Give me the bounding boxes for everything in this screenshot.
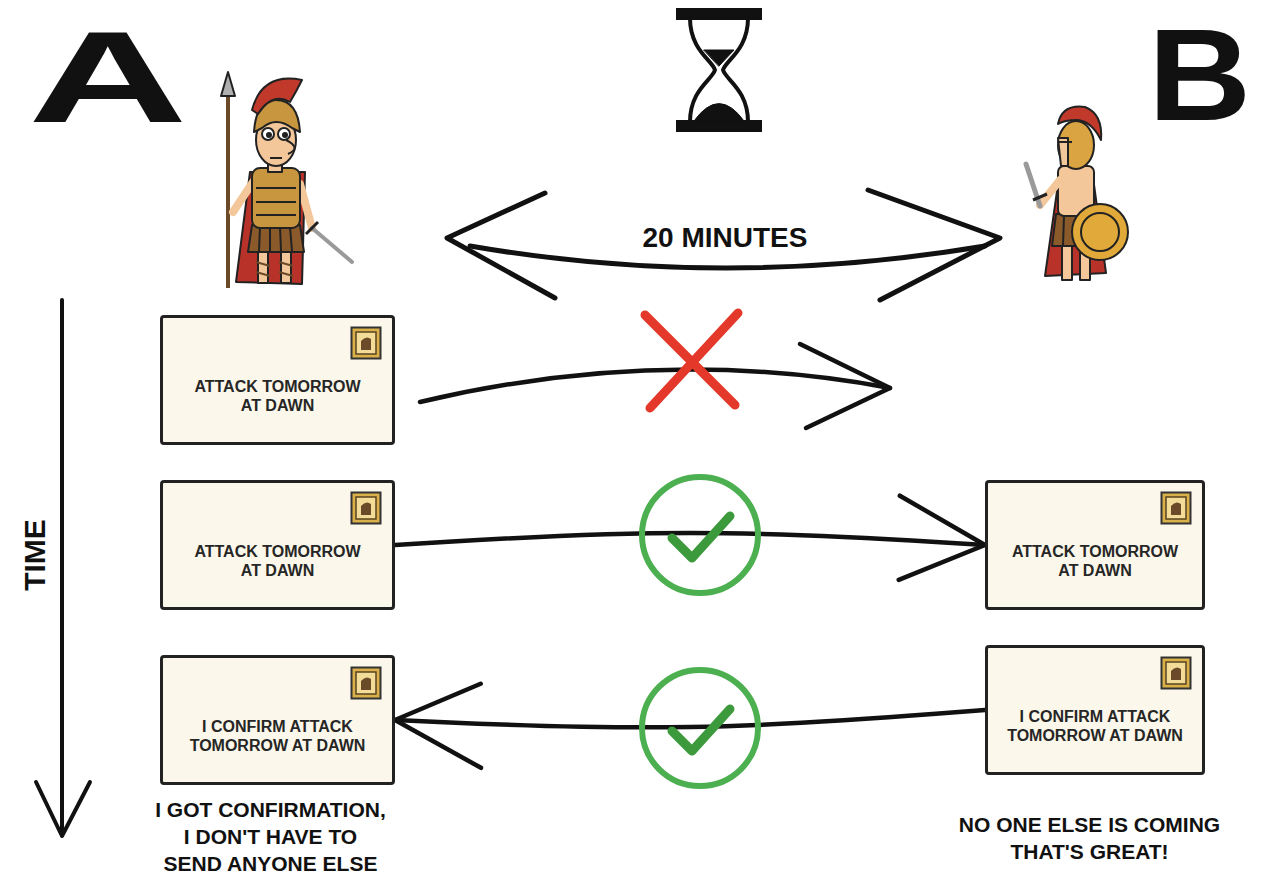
hourglass-sand (694, 104, 744, 122)
stamp-inner (1166, 662, 1186, 684)
stamp-inner (356, 672, 376, 694)
stamp-inner (1166, 497, 1186, 519)
stamp-frame (1162, 493, 1191, 524)
eye (278, 128, 290, 140)
arm (300, 184, 312, 228)
eye-slit (1058, 141, 1072, 143)
nose (286, 140, 295, 154)
stamp-figure (361, 337, 371, 350)
stamp-icon (350, 326, 382, 360)
stamp-figure (361, 677, 371, 690)
check-mark (672, 516, 730, 558)
caption-note: NO ONE ELSE IS COMING THAT'S GREAT! (952, 812, 1227, 866)
stamp-inner (356, 332, 376, 354)
envelope-box: I CONFIRM ATTACK TOMORROW AT DAWN (160, 655, 395, 785)
arrow-head (800, 344, 890, 428)
stamp-icon (1160, 491, 1192, 525)
helmet-crest (1058, 107, 1101, 140)
stamp-icon (350, 666, 382, 700)
leg (1062, 244, 1072, 280)
sword (312, 228, 352, 262)
arm (233, 182, 253, 212)
stamp-frame (352, 668, 381, 699)
delivered-check (642, 477, 758, 593)
duration-label: 20 MINUTES (600, 221, 850, 255)
helmet-crest (252, 79, 302, 114)
soldier-b (1026, 107, 1128, 280)
envelope-box: ATTACK TOMORROW AT DAWN (985, 480, 1205, 610)
helmet (1058, 121, 1094, 169)
envelope-box: ATTACK TOMORROW AT DAWN (160, 480, 395, 610)
message-arrow (395, 710, 985, 727)
axis-arrowhead (36, 782, 90, 836)
arrow-head (447, 193, 555, 298)
hourglass-sand (704, 50, 734, 66)
armor (252, 168, 300, 228)
stamp-icon (350, 491, 382, 525)
lost-message-arrow (420, 313, 890, 428)
skirt-strips (259, 227, 292, 251)
mouth (270, 157, 282, 159)
spear-tip (221, 72, 235, 96)
soldier-a (221, 72, 352, 288)
stamp-frame (352, 328, 381, 359)
envelope-text: I CONFIRM ATTACK TOMORROW AT DAWN (183, 717, 373, 755)
envelope-box: I CONFIRM ATTACK TOMORROW AT DAWN (985, 645, 1205, 775)
sword-hilt (1033, 194, 1047, 200)
sword-hilt (306, 222, 318, 234)
caption-note: I GOT CONFIRMATION, I DON'T HAVE TO SEND… (152, 797, 389, 878)
check-circle (642, 670, 758, 786)
check-circle (642, 477, 758, 593)
armor-lines (256, 188, 296, 215)
duration-arrow (447, 190, 1000, 300)
pupil (283, 133, 287, 137)
sandal (256, 262, 293, 276)
stamp-inner (356, 497, 376, 519)
eye (262, 128, 274, 140)
envelope-text: I CONFIRM ATTACK TOMORROW AT DAWN (1000, 707, 1190, 745)
skirt (248, 225, 304, 252)
message-arrow (395, 533, 985, 545)
axis-line (60, 300, 64, 835)
arm (1040, 180, 1060, 205)
envelope-text: ATTACK TOMORROW AT DAWN (183, 377, 373, 415)
stamp-icon (1160, 656, 1192, 690)
stamp-figure (1171, 502, 1181, 515)
axis-label: TIME (20, 495, 50, 615)
stamp-figure (361, 502, 371, 515)
envelope-text: ATTACK TOMORROW AT DAWN (1000, 542, 1190, 580)
stamp-frame (1162, 658, 1191, 689)
stamp-figure (1171, 667, 1181, 680)
side-letter: B (1148, 10, 1251, 140)
side-letter: A (28, 12, 188, 142)
envelope-text: ATTACK TOMORROW AT DAWN (183, 542, 373, 580)
envelope-box: ATTACK TOMORROW AT DAWN (160, 315, 395, 445)
stamp-frame (352, 493, 381, 524)
shield (1072, 204, 1128, 260)
delivered-check (642, 670, 758, 786)
pupil (267, 133, 271, 137)
check-mark (672, 709, 730, 751)
red-cross (650, 313, 738, 408)
hourglass-icon (678, 10, 760, 130)
shield-rim (1081, 213, 1119, 251)
spear (226, 92, 230, 288)
